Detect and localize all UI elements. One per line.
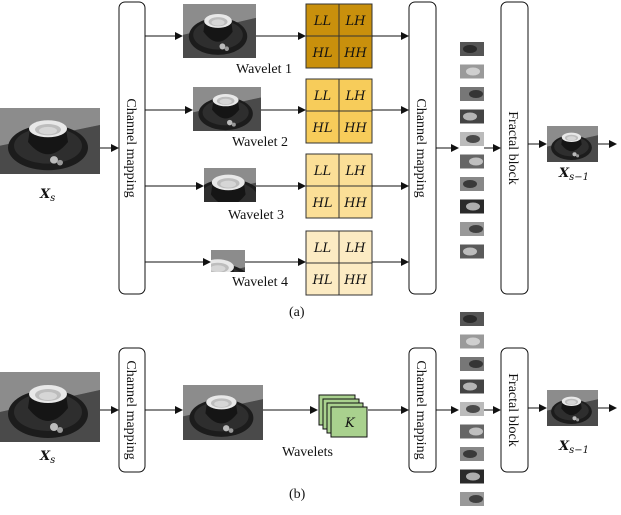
subband-cell (305, 262, 340, 296)
wavelet-label-3: Wavelet 3 (228, 208, 284, 223)
feature-tile-detail (469, 427, 483, 436)
input-image-b (0, 372, 100, 442)
fractal-block-label-b: Fractal block (505, 373, 520, 446)
subband-label: LH (345, 89, 367, 104)
subband-cell (338, 153, 373, 187)
subband-label: HH (343, 273, 367, 288)
arrows-grid-to-cm2 (372, 32, 409, 266)
subband-cell (338, 35, 373, 69)
feature-tile-detail (466, 405, 480, 413)
output-image-a (547, 126, 598, 162)
feature-tile-detail (469, 90, 483, 98)
output-image-b (547, 390, 598, 426)
feature-tile-detail (469, 495, 483, 503)
feature-tile-detail (463, 45, 477, 53)
input-label-b: Xs (39, 449, 55, 466)
channel-mapping-label-a1: Channel mapping (123, 98, 138, 197)
feature-tile-detail (463, 382, 477, 391)
wavelet-label-1: Wavelet 1 (236, 62, 292, 77)
branch-arrows-a (145, 32, 211, 266)
input-image-a (0, 108, 100, 174)
output-label-b: Xs−1 (558, 439, 589, 456)
subband-label: HL (312, 121, 333, 136)
wavelet-label-4: Wavelet 4 (232, 275, 288, 290)
feature-tile-detail (466, 67, 480, 76)
subband-cell (338, 3, 373, 37)
output-label-a: Xs−1 (558, 166, 589, 183)
subband-cell (305, 185, 340, 219)
panel-b: Xs Channel mapping K Wavelets Channel ma… (0, 312, 617, 506)
subband-cell (338, 262, 373, 296)
k-label: K (344, 416, 356, 431)
subband-cell (338, 185, 373, 219)
subband-label: LH (345, 164, 367, 179)
subband-label: HL (312, 273, 333, 288)
fractal-block-label-a: Fractal block (505, 111, 520, 184)
feature-tile-detail (463, 247, 477, 256)
feature-tile-detail (466, 337, 480, 346)
subband-cell (338, 110, 373, 144)
feature-tiles-b (460, 312, 484, 506)
subband-cell (305, 35, 340, 69)
feature-tile-detail (469, 225, 483, 233)
subband-label: LL (313, 164, 331, 179)
subband-cell (305, 153, 340, 187)
scaled-image-1 (183, 4, 256, 58)
subband-label: LL (313, 14, 331, 29)
feature-tiles-a (460, 42, 484, 259)
channel-mapping-label-b1: Channel mapping (123, 360, 138, 459)
input-label-a: Xs (39, 187, 55, 204)
subband-label: LL (313, 89, 331, 104)
mid-image-b (183, 385, 263, 440)
channel-mapping-box-a1 (118, 1, 146, 295)
wavelets-label: Wavelets (282, 445, 333, 460)
feature-tile-detail (463, 450, 477, 458)
subband-label: HH (343, 196, 367, 211)
wavelet-label-2: Wavelet 2 (232, 135, 288, 150)
feature-tile-detail (463, 112, 477, 121)
subband-grids-a: LL LH HL HH LL LH HL HH LL LH HL HH LL LH HL HH (305, 3, 373, 296)
feature-tile-detail (463, 315, 477, 323)
feature-tile-detail (463, 180, 477, 188)
feature-tile-detail (469, 157, 483, 166)
channel-mapping-label-b2: Channel mapping (413, 360, 428, 459)
subband-label: LH (345, 14, 367, 29)
subband-label: HH (343, 46, 367, 61)
caption-b: (b) (289, 487, 306, 502)
subband-cell (305, 110, 340, 144)
feature-tile-detail (466, 472, 480, 481)
scaled-image-2 (193, 87, 261, 131)
fractal-block-a (500, 1, 529, 295)
channel-mapping-label-a2: Channel mapping (413, 98, 428, 197)
subband-label: HL (312, 46, 333, 61)
subband-label: HH (343, 121, 367, 136)
subband-label: HL (312, 196, 333, 211)
caption-a: (a) (289, 305, 305, 320)
panel-a: Xs Channel mapping Wavelet 1 Wavel (0, 1, 617, 320)
subband-cell (305, 3, 340, 37)
feature-tile-detail (466, 135, 480, 143)
feature-tile-detail (466, 202, 480, 211)
fractal-block-b (500, 347, 529, 473)
arrows-img-to-grid (245, 32, 306, 266)
subband-label: LH (345, 241, 367, 256)
feature-tile-detail (469, 360, 483, 368)
subband-label: LL (313, 241, 331, 256)
wavelet-k-stack (318, 394, 368, 438)
